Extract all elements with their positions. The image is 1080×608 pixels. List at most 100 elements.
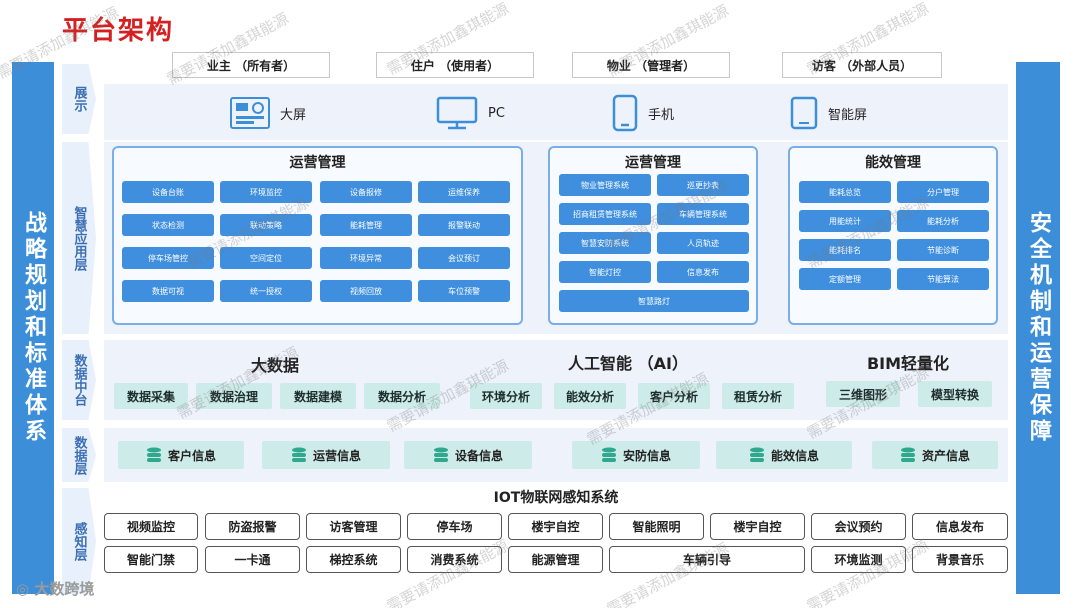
database-icon: [601, 447, 616, 462]
sense-item: 车辆引导: [609, 546, 805, 573]
app-item: 车位预警: [418, 280, 510, 302]
panel-operations-2: 运营管理 物业管理系统 巡更抄表 招商租赁管理系统 车辆管理系统 智慧安防系统 …: [548, 146, 758, 325]
panel-title: 能效管理: [865, 155, 921, 171]
data-item-label: 能效信息: [770, 448, 819, 463]
sense-item: 智能门禁: [104, 546, 198, 573]
app-item: 用能统计: [799, 210, 891, 232]
layer-label-data: 数据层: [62, 428, 96, 482]
app-item: 智能灯控: [559, 261, 651, 283]
logo-icon: ◎: [16, 580, 35, 598]
middle-item: 模型转换: [918, 381, 992, 407]
app-item: 空间定位: [220, 247, 312, 269]
app-item: 设备台账: [122, 181, 214, 203]
app-item: 环境异常: [320, 247, 412, 269]
app-item: 停车场管控: [122, 247, 214, 269]
middle-item: 三维图形: [826, 381, 900, 407]
data-item-assets: 资产信息: [872, 441, 998, 469]
layer-label-sense: 感知层: [62, 488, 96, 594]
panel-operations-1: 运营管理 设备台账 环境监控 设备报修 运维保养 状态检测 联动策略 能耗管理 …: [112, 146, 523, 325]
database-icon: [291, 447, 306, 462]
data-item-customer: 客户信息: [118, 441, 244, 469]
logo-label: 大数跨境: [34, 580, 95, 598]
sense-item: 楼宇自控: [508, 513, 603, 540]
data-item-label: 客户信息: [167, 448, 216, 463]
page-title: 平台架构: [62, 16, 175, 46]
device-label: 大屏: [280, 107, 307, 123]
app-item: 会议预订: [418, 247, 510, 269]
app-item: 人员轨迹: [657, 232, 749, 254]
middle-item: 租赁分析: [722, 383, 794, 409]
middle-item: 数据建模: [280, 383, 356, 409]
app-item: 设备报修: [320, 181, 412, 203]
data-item-operations: 运营信息: [262, 441, 390, 469]
app-item: 联动策略: [220, 214, 312, 236]
middle-item: 能效分析: [554, 383, 626, 409]
app-item: 环境监控: [220, 181, 312, 203]
brand-logo: ◎ 大数跨境: [16, 578, 94, 599]
role-owner: 业主 （所有者）: [172, 52, 330, 78]
bim-title: BIM轻量化: [866, 354, 950, 373]
security-operations-bar: 安全机制和运营保障: [1016, 62, 1060, 594]
middle-item: 客户分析: [638, 383, 710, 409]
panel-energy: 能效管理 能耗总览 分户管理 用能统计 能耗分析 能耗排名 节能诊断 定额管理 …: [788, 146, 998, 325]
pc-monitor-icon: [436, 96, 478, 130]
device-label: PC: [488, 105, 505, 121]
sense-item: 信息发布: [912, 513, 1008, 540]
app-item: 能耗管理: [320, 214, 412, 236]
data-item-equipment: 设备信息: [404, 441, 532, 469]
role-resident: 住户 （使用者）: [376, 52, 534, 78]
middle-item: 数据治理: [196, 383, 272, 409]
sense-item: 视频监控: [104, 513, 198, 540]
database-icon: [146, 447, 161, 462]
sense-item: 楼宇自控: [710, 513, 805, 540]
panel-title: 运营管理: [289, 155, 346, 171]
app-item: 巡更抄表: [657, 174, 749, 196]
app-item: 统一授权: [220, 280, 312, 302]
big-data-title: 大数据: [250, 356, 299, 375]
app-item: 报警联动: [418, 214, 510, 236]
iot-title: IOT物联网感知系统: [493, 490, 619, 506]
device-big-screen: 大屏: [230, 94, 306, 132]
app-item: 运维保养: [418, 181, 510, 203]
device-smart-screen: 智能屏: [790, 94, 867, 132]
strategy-standards-bar: 战略规划和标准体系: [12, 62, 54, 594]
sense-item: 背景音乐: [912, 546, 1008, 573]
data-item-security: 安防信息: [572, 441, 700, 469]
middle-item: 数据分析: [364, 383, 440, 409]
sense-item: 消费系统: [407, 546, 502, 573]
database-icon: [900, 447, 915, 462]
app-item: 数据可视: [122, 280, 214, 302]
mobile-phone-icon: [612, 94, 638, 132]
layer-label-display: 展示: [62, 64, 96, 134]
app-item: 能耗总览: [799, 181, 891, 203]
app-item: 分户管理: [897, 181, 989, 203]
app-item: 智慧安防系统: [559, 232, 651, 254]
data-layer: [104, 428, 1008, 482]
middle-item: 数据采集: [114, 383, 188, 409]
sense-item: 梯控系统: [306, 546, 401, 573]
app-item: 能耗排名: [799, 239, 891, 261]
app-item: 节能算法: [897, 268, 989, 290]
app-item: 信息发布: [657, 261, 749, 283]
database-icon: [749, 447, 764, 462]
device-label: 手机: [648, 107, 675, 123]
sense-item: 防盗报警: [205, 513, 300, 540]
app-item: 智慧路灯: [559, 290, 749, 312]
smart-screen-icon: [790, 96, 818, 130]
device-pc: PC: [436, 94, 505, 132]
sense-item: 会议预约: [811, 513, 906, 540]
device-mobile: 手机: [612, 94, 674, 132]
data-item-energy: 能效信息: [716, 441, 852, 469]
data-item-label: 设备信息: [454, 448, 503, 463]
data-item-label: 安防信息: [622, 448, 671, 463]
role-property: 物业 （管理者）: [572, 52, 730, 78]
sense-item: 智能照明: [609, 513, 704, 540]
device-label: 智能屏: [828, 107, 868, 123]
big-screen-icon: [230, 97, 270, 129]
ai-title: 人工智能 （AI）: [568, 354, 688, 373]
database-icon: [433, 447, 448, 462]
role-visitor: 访客 （外部人员）: [782, 52, 942, 78]
middle-item: 环境分析: [470, 383, 542, 409]
sense-item: 环境监测: [811, 546, 906, 573]
sense-item: 能源管理: [508, 546, 603, 573]
